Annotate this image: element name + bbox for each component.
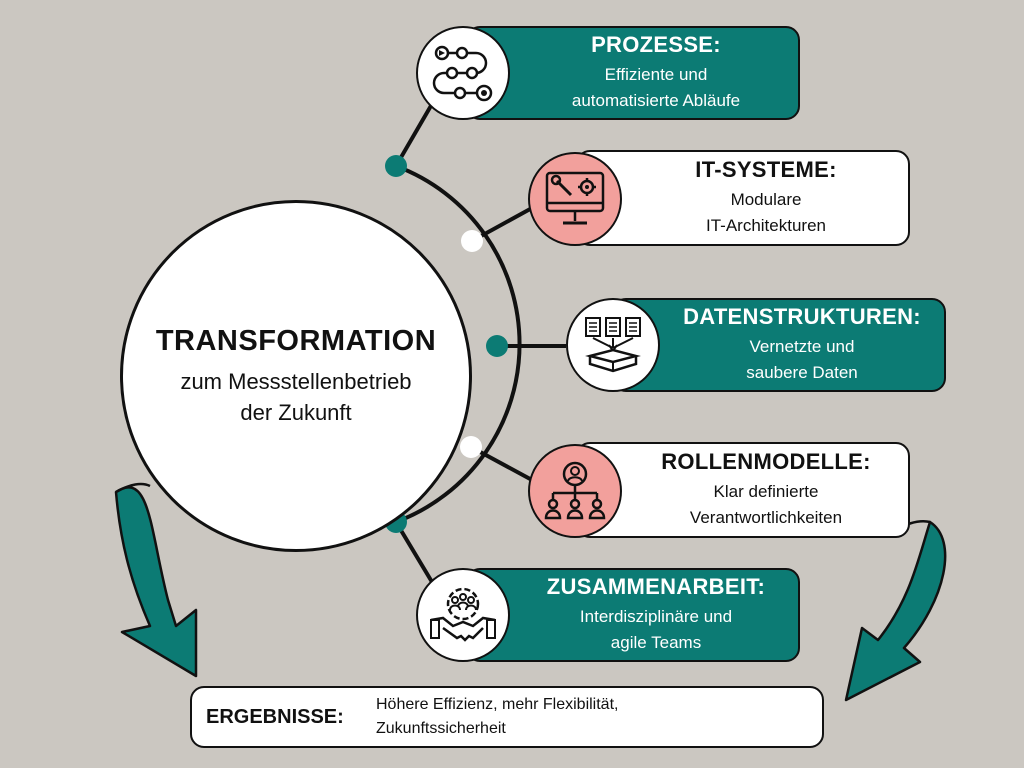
card-line: saubere Daten [746, 363, 858, 382]
spoke-rollenmodelle [470, 445, 533, 482]
process-flow-icon [416, 26, 510, 120]
card-line: Vernetzte und [749, 337, 855, 356]
monitor-wrench-gear-icon [528, 152, 622, 246]
spoke-it-systeme [471, 206, 533, 243]
card-line: Klar definierte [713, 482, 819, 501]
center-subtitle-line: zum Messstellenbetrieb [180, 368, 412, 394]
result-line: Höhere Effizienz, mehr Flexibilität, [376, 696, 619, 713]
left-arrow-icon [114, 482, 198, 678]
result-box: ERGEBNISSE: Höhere Effizienz, mehr Flexi… [190, 686, 824, 748]
spoke-prozesse [394, 102, 434, 168]
node-dot-datenstrukturen [486, 335, 508, 357]
node-dot-prozesse [385, 155, 407, 177]
card-line: Modulare [730, 190, 802, 209]
card-title: PROZESSE: [591, 32, 721, 57]
org-chart-icon [528, 444, 622, 538]
result-line: Zukunftssicherheit [376, 720, 506, 737]
card-line: automatisierte Abläufe [571, 91, 741, 110]
card-datenstrukturen: DATENSTRUKTUREN: Vernetzte und saubere D… [612, 298, 946, 392]
card-rollenmodelle: ROLLENMODELLE: Klar definierte Verantwor… [576, 442, 910, 538]
card-line: Verantwortlichkeiten [689, 508, 843, 527]
spoke-zusammenarbeit [394, 520, 434, 584]
center-circle: TRANSFORMATION zum Messstellenbetrieb de… [120, 200, 472, 552]
node-dot-rollenmodelle [460, 436, 482, 458]
center-subtitle-line: der Zukunft [240, 399, 352, 425]
card-zusammenarbeit: ZUSAMMENARBEIT: Interdisziplinäre und ag… [466, 568, 800, 662]
right-arrow-icon [844, 519, 947, 702]
card-line: IT-Architekturen [706, 216, 826, 235]
documents-database-icon [566, 298, 660, 392]
card-it-systeme: IT-SYSTEME: Modulare IT-Architekturen [576, 150, 910, 246]
result-label: ERGEBNISSE: [206, 705, 344, 728]
card-title: ZUSAMMENARBEIT: [546, 574, 766, 599]
node-dot-it-systeme [461, 230, 483, 252]
card-line: agile Teams [610, 633, 702, 652]
card-line: Effiziente und [604, 65, 708, 84]
card-title: DATENSTRUKTUREN: [683, 304, 921, 329]
handshake-team-icon [416, 568, 510, 662]
result-text: Höhere Effizienz, mehr Flexibilität, Zuk… [376, 693, 618, 741]
card-title: IT-SYSTEME: [695, 157, 837, 182]
card-line: Interdisziplinäre und [579, 607, 733, 626]
center-title: TRANSFORMATION [155, 324, 437, 357]
card-prozesse: PROZESSE: Effiziente und automatisierte … [466, 26, 800, 120]
card-title: ROLLENMODELLE: [661, 449, 871, 474]
